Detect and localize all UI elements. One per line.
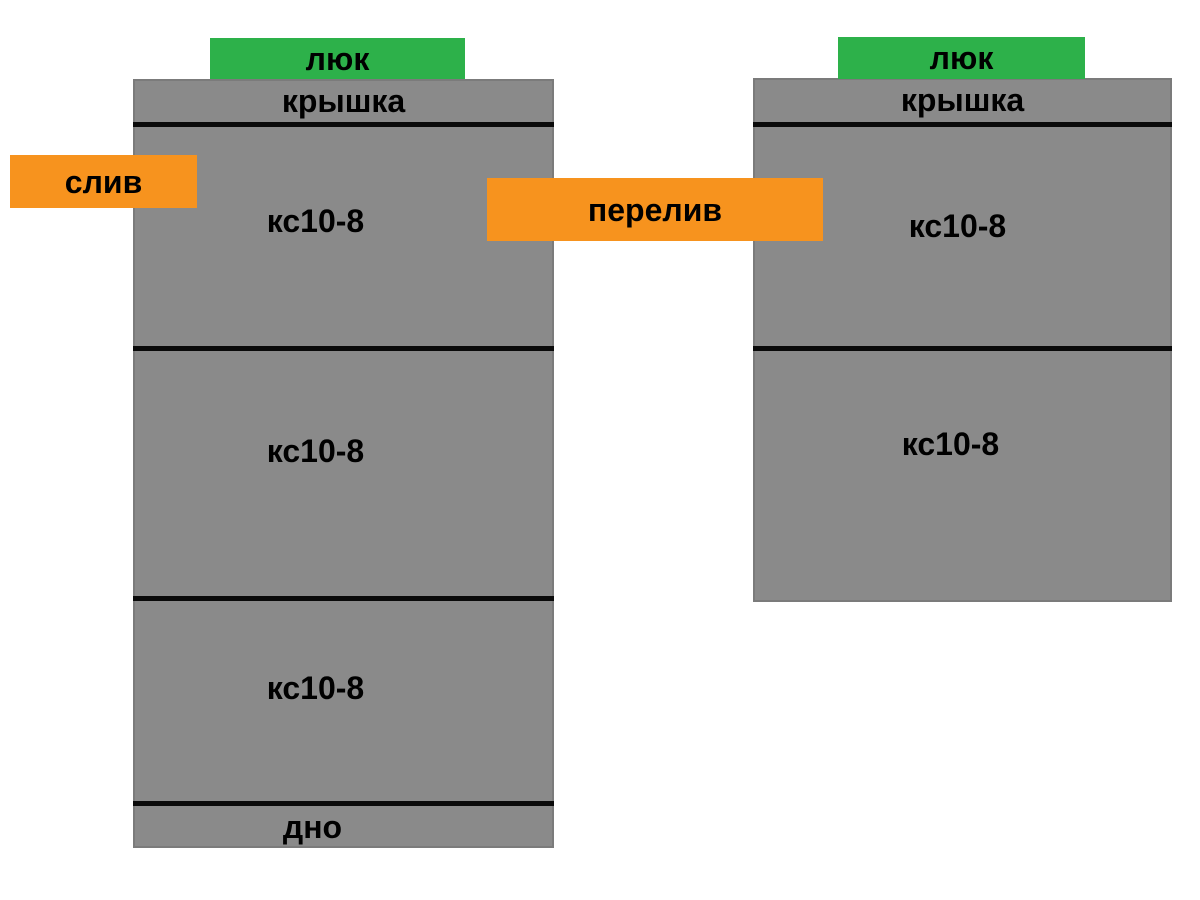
tank-left: крышка кс10-8 кс10-8 кс10-8 дно [133, 79, 554, 848]
separator-line [753, 122, 1172, 127]
hatch-badge-left: люк [210, 38, 465, 79]
overflow-label: перелив [587, 191, 723, 228]
tank-right: крышка кс10-8 кс10-8 [753, 78, 1172, 602]
bottom-label-left: дно [282, 809, 343, 845]
ring-section-left-2: кс10-8 [133, 351, 554, 596]
ring-label-right-1: кс10-8 [908, 207, 1007, 244]
cover-label-left: крышка [281, 82, 406, 119]
separator-line [133, 596, 554, 601]
ring-label-left-1: кс10-8 [266, 202, 365, 239]
cover-section-right: крышка [753, 78, 1172, 122]
ring-label-left-3: кс10-8 [266, 670, 365, 706]
bottom-section-left: дно [133, 806, 554, 848]
ring-section-right-2: кс10-8 [753, 351, 1172, 602]
hatch-label-left: люк [305, 40, 370, 77]
ring-section-right-1: кс10-8 [753, 127, 1172, 346]
ring-label-left-2: кс10-8 [266, 432, 365, 469]
drain-badge: слив [10, 155, 197, 208]
cover-section-left: крышка [133, 79, 554, 122]
ring-section-left-1: кс10-8 [133, 127, 554, 346]
hatch-label-right: люк [929, 40, 994, 76]
hatch-badge-right: люк [838, 37, 1085, 79]
separator-line [753, 346, 1172, 351]
separator-line [133, 346, 554, 351]
cover-label-right: крышка [900, 82, 1025, 118]
overflow-badge: перелив [487, 178, 823, 241]
drain-label: слив [64, 163, 143, 200]
separator-line [133, 122, 554, 127]
ring-section-left-3: кс10-8 [133, 601, 554, 801]
separator-line [133, 801, 554, 806]
ring-label-right-2: кс10-8 [901, 425, 1000, 462]
